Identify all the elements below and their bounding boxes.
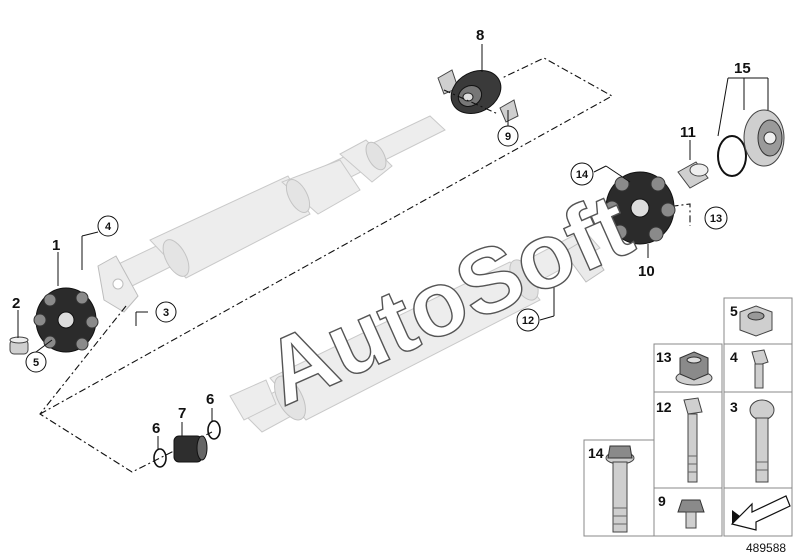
hardware-legend: 5 13 4 12 3 14 9 [583,297,793,537]
flex-disc-1 [33,287,99,353]
watermark: AutoSoft [250,174,646,425]
flange-nut-13 [675,351,713,386]
label-1: 1 [52,237,60,254]
label-11: 11 [680,124,696,141]
svg-text:5: 5 [33,357,39,369]
bushing-11 [677,161,709,189]
legend-4: 4 [730,349,738,365]
bolt-12 [683,397,703,483]
bolt-4 [751,349,769,389]
legend-13: 13 [656,349,672,365]
bushing-2 [9,336,29,355]
svg-text:13: 13 [710,213,722,225]
legend-12: 12 [656,399,672,415]
label-2: 2 [12,295,20,312]
center-bearing-8 [437,69,519,123]
circled-label-12: 12 [516,308,540,332]
circled-label-14: 14 [570,162,594,186]
svg-text:4: 4 [105,221,112,233]
svg-text:9: 9 [505,131,511,143]
bolt-3 [749,399,775,483]
legend-14: 14 [588,445,604,461]
legend-5: 5 [730,303,738,319]
svg-text:3: 3 [163,307,169,319]
label-8: 8 [476,27,484,44]
circled-label-9: 9 [497,125,519,147]
assembly-line-upper [39,305,213,473]
flex-disc-10 [604,171,676,245]
arrow-symbol-icon [730,495,791,531]
hex-nut-5 [739,305,773,337]
svg-text:14: 14 [576,169,589,181]
flange-15 [717,109,785,177]
leader-lines [17,44,769,450]
label-6b: 6 [206,391,214,408]
label-15: 15 [734,60,751,77]
label-6a: 6 [152,420,160,437]
rear-propeller-shaft [229,229,605,433]
bolt-14 [605,445,635,533]
label-7: 7 [178,405,186,422]
document-number: 489588 [746,541,786,555]
seal-sleeve-7 [153,420,221,468]
circled-label-5: 5 [25,351,47,373]
circled-label-3: 3 [155,301,177,323]
label-10: 10 [638,263,655,280]
circled-label-4: 4 [97,215,119,237]
legend-3: 3 [730,399,738,415]
svg-text:12: 12 [522,315,534,327]
front-propeller-shaft [97,115,446,313]
circled-label-13: 13 [704,206,728,230]
assembly-line-mid [39,57,614,415]
bolt-9 [677,499,705,529]
legend-9: 9 [658,493,666,509]
